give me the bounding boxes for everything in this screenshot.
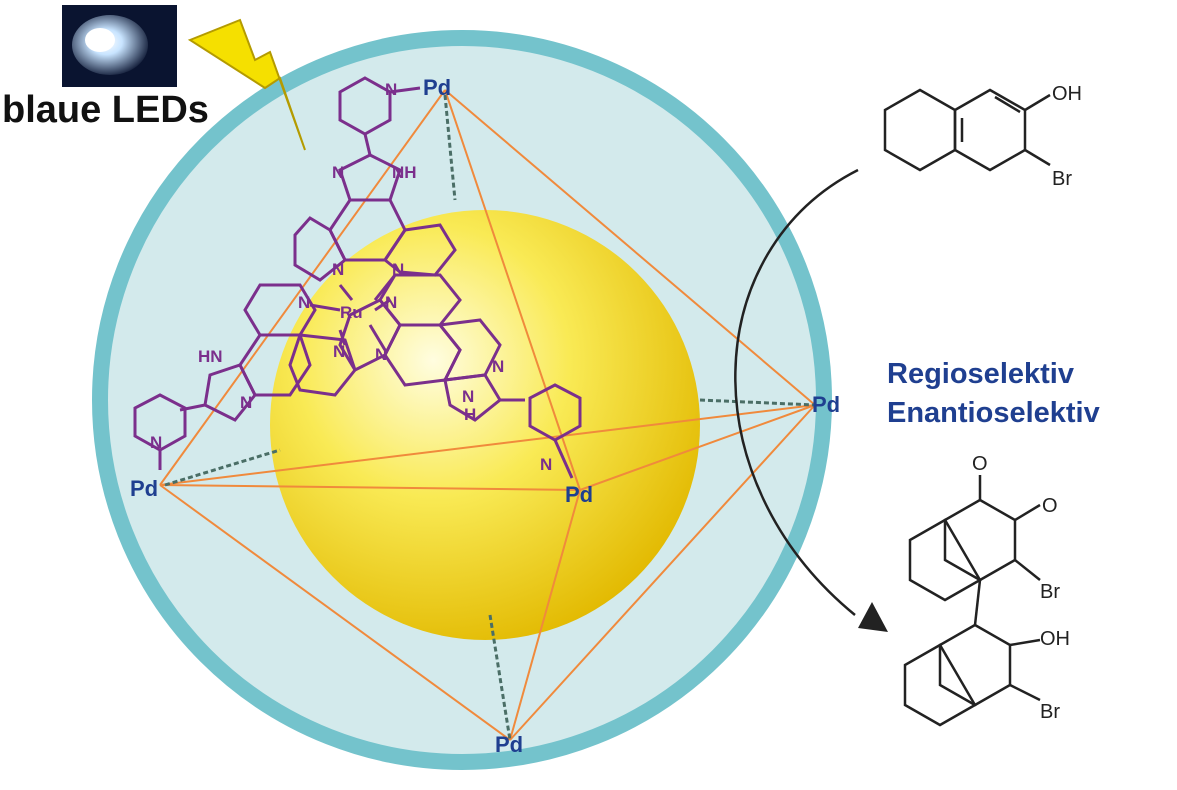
product-oh: OH <box>1040 628 1070 650</box>
atom-n-top-imidazole: N <box>332 163 344 182</box>
arrow-head-icon <box>858 602 888 632</box>
atom-hn-left-imidazole: HN <box>198 347 223 366</box>
pd-bottom: Pd <box>495 732 523 757</box>
atom-n-top-pyridine: N <box>385 80 397 99</box>
product-o-top: O <box>972 453 988 475</box>
enantioselective-text: Enantioselektiv <box>887 397 1100 429</box>
atom-n-left-upper: N <box>298 293 310 312</box>
pd-right: Pd <box>812 392 840 417</box>
regioselective-text: Regioselektiv <box>887 358 1074 390</box>
atom-n-top-left: N <box>332 260 344 279</box>
ligand-atoms: N N NH N N N N N N HN N N N N H N <box>150 80 552 474</box>
atom-n-right-imidazole-top: N <box>492 357 504 376</box>
pd-left: Pd <box>130 476 158 501</box>
atom-h-right-imidazole: H <box>464 405 476 424</box>
reactant-oh: OH <box>1052 83 1082 105</box>
atom-n-left-imidazole: N <box>240 393 252 412</box>
atom-n-left-lower: N <box>333 342 345 361</box>
ru-complex <box>133 76 582 479</box>
atom-n-right-lower: N <box>375 345 387 364</box>
ruthenium-center: Ru <box>340 303 363 322</box>
pd-center: Pd <box>565 482 593 507</box>
atom-n-top-right: N <box>392 260 404 279</box>
product-br-bottom: Br <box>1040 701 1060 723</box>
reactant-br: Br <box>1052 168 1072 190</box>
atom-n-right-pyridine: N <box>540 455 552 474</box>
lightning-bolt-icon <box>187 18 306 151</box>
atom-n-left-pyridine: N <box>150 433 162 452</box>
cage-back-edges <box>164 94 816 741</box>
product-molecule <box>903 475 1041 727</box>
pd-vertices: Pd Pd Pd Pd Pd <box>130 75 840 757</box>
atom-n-right-upper: N <box>385 293 397 312</box>
led-label: blaue LEDs <box>2 89 209 131</box>
atom-nh-top-imidazole: NH <box>392 163 417 182</box>
pd-top: Pd <box>423 75 451 100</box>
product-br-top: Br <box>1040 581 1060 603</box>
reaction-arrow <box>734 168 859 616</box>
led-bulb-icon <box>62 5 177 87</box>
inner-core-sphere <box>270 210 700 640</box>
reactant-molecule <box>883 88 1051 172</box>
atom-n-right-imidazole-bottom: N <box>462 387 474 406</box>
product-o-right: O <box>1042 495 1058 517</box>
